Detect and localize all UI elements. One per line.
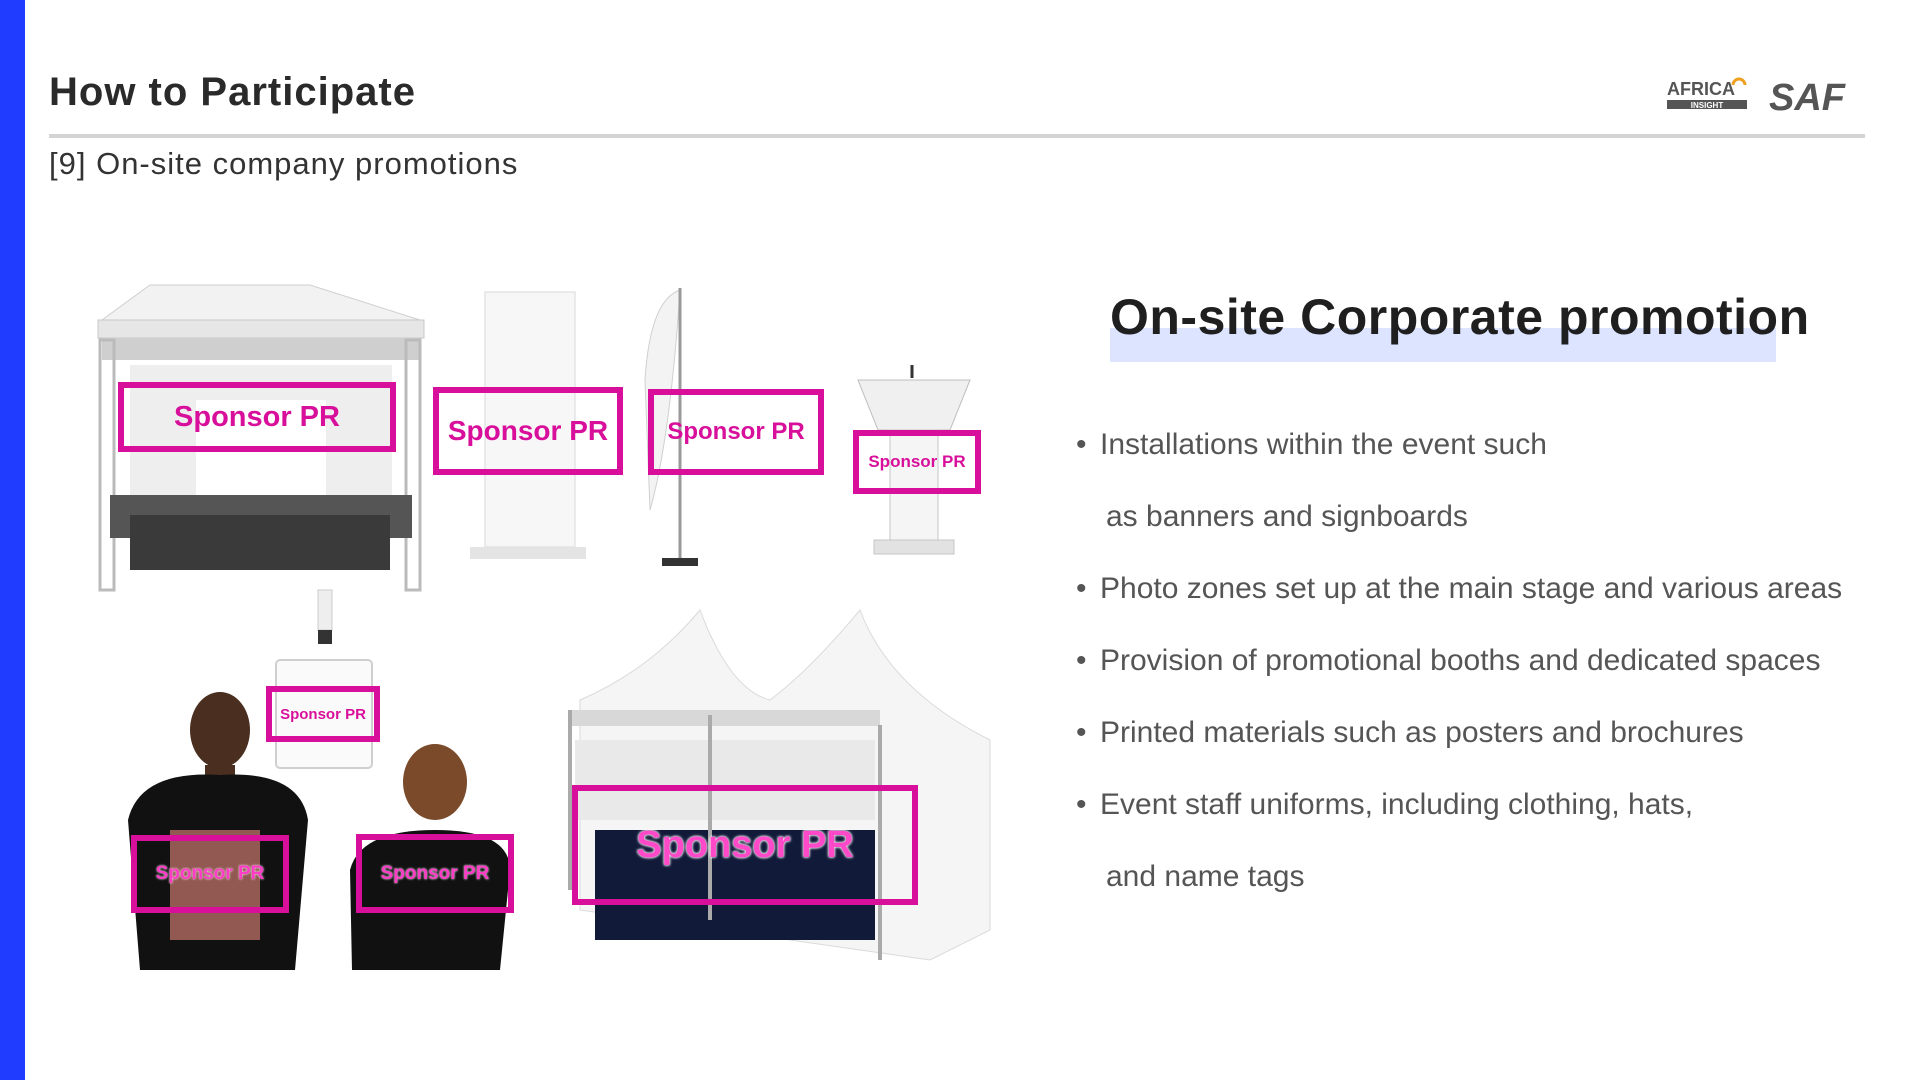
sponsor-box-man-tshirt: Sponsor PR [131,835,289,913]
logo-insight-band [1667,100,1747,109]
bullet-item: • Photo zones set up at the main stage a… [1076,569,1896,609]
bullet-text-continued: and name tags [1106,860,1305,893]
left-accent-bar [0,0,25,1080]
section-heading-wrap: On-site Corporate promotion [1110,288,1810,362]
logo-africa-text: AFRICA [1667,79,1735,99]
bullet-item: • Provision of promotional booths and de… [1076,641,1896,681]
sponsor-label: Sponsor PR [155,863,265,884]
bullet-text: Event staff uniforms, including clothing… [1100,788,1694,821]
podium-illustration [857,365,971,555]
sponsor-box-booth-tent: Sponsor PR [572,785,918,905]
page-subtitle: [9] On-site company promotions [49,146,519,181]
bullet-item: • Installations within the event such as… [1076,425,1896,537]
bullet-dot-icon: • [1076,716,1087,749]
bullet-item: • Event staff uniforms, including clothi… [1076,785,1896,897]
sponsor-label: Sponsor PR [667,418,805,445]
bullet-text: Provision of promotional booths and dedi… [1100,644,1821,677]
africa-insight-logo: AFRICA INSIGHT [1667,77,1747,110]
bullet-text: Installations within the event such [1100,428,1547,461]
bullet-dot-icon: • [1076,788,1087,821]
heading-highlight [1110,328,1776,362]
logo-sun-arc [1731,77,1747,86]
bullet-text: Photo zones set up at the main stage and… [1100,572,1843,605]
bullet-dot-icon: • [1076,428,1087,461]
logo-insight-text: INSIGHT [1691,101,1724,110]
page-title: How to Participate [49,70,416,114]
sponsor-box-stage: Sponsor PR [118,382,396,452]
sponsor-box-flag-banner: Sponsor PR [648,389,824,475]
sponsor-label: Sponsor PR [868,452,966,471]
sponsor-label: Sponsor PR [174,400,340,433]
bullet-dot-icon: • [1076,644,1087,677]
promotion-bullet-list: • Installations within the event such as… [1076,425,1896,897]
man-tshirt-illustration [128,692,308,970]
bullet-dot-icon: • [1076,572,1087,605]
sponsor-label: Sponsor PR [280,705,366,723]
section-heading: On-site Corporate promotion [1110,289,1810,345]
sponsor-box-rollup-banner: Sponsor PR [433,387,623,475]
bullet-item: • Printed materials such as posters and … [1076,713,1896,753]
bullet-text: Printed materials such as posters and br… [1100,716,1744,749]
sponsor-label: Sponsor PR [636,823,854,866]
sponsor-box-woman-tshirt: Sponsor PR [356,834,514,913]
rollup-banner-illustration [470,291,586,559]
sponsor-label: Sponsor PR [380,862,490,884]
sponsor-box-podium: Sponsor PR [853,430,981,494]
header-divider [49,134,1865,138]
woman-tshirt-illustration [350,744,510,970]
sponsor-box-name-badge: Sponsor PR [266,686,380,742]
saf-logo: SAF [1769,77,1847,116]
brand-logos: AFRICA INSIGHT SAF [1667,77,1847,116]
sponsor-label: Sponsor PR [447,415,609,446]
bullet-text-continued: as banners and signboards [1106,500,1468,533]
